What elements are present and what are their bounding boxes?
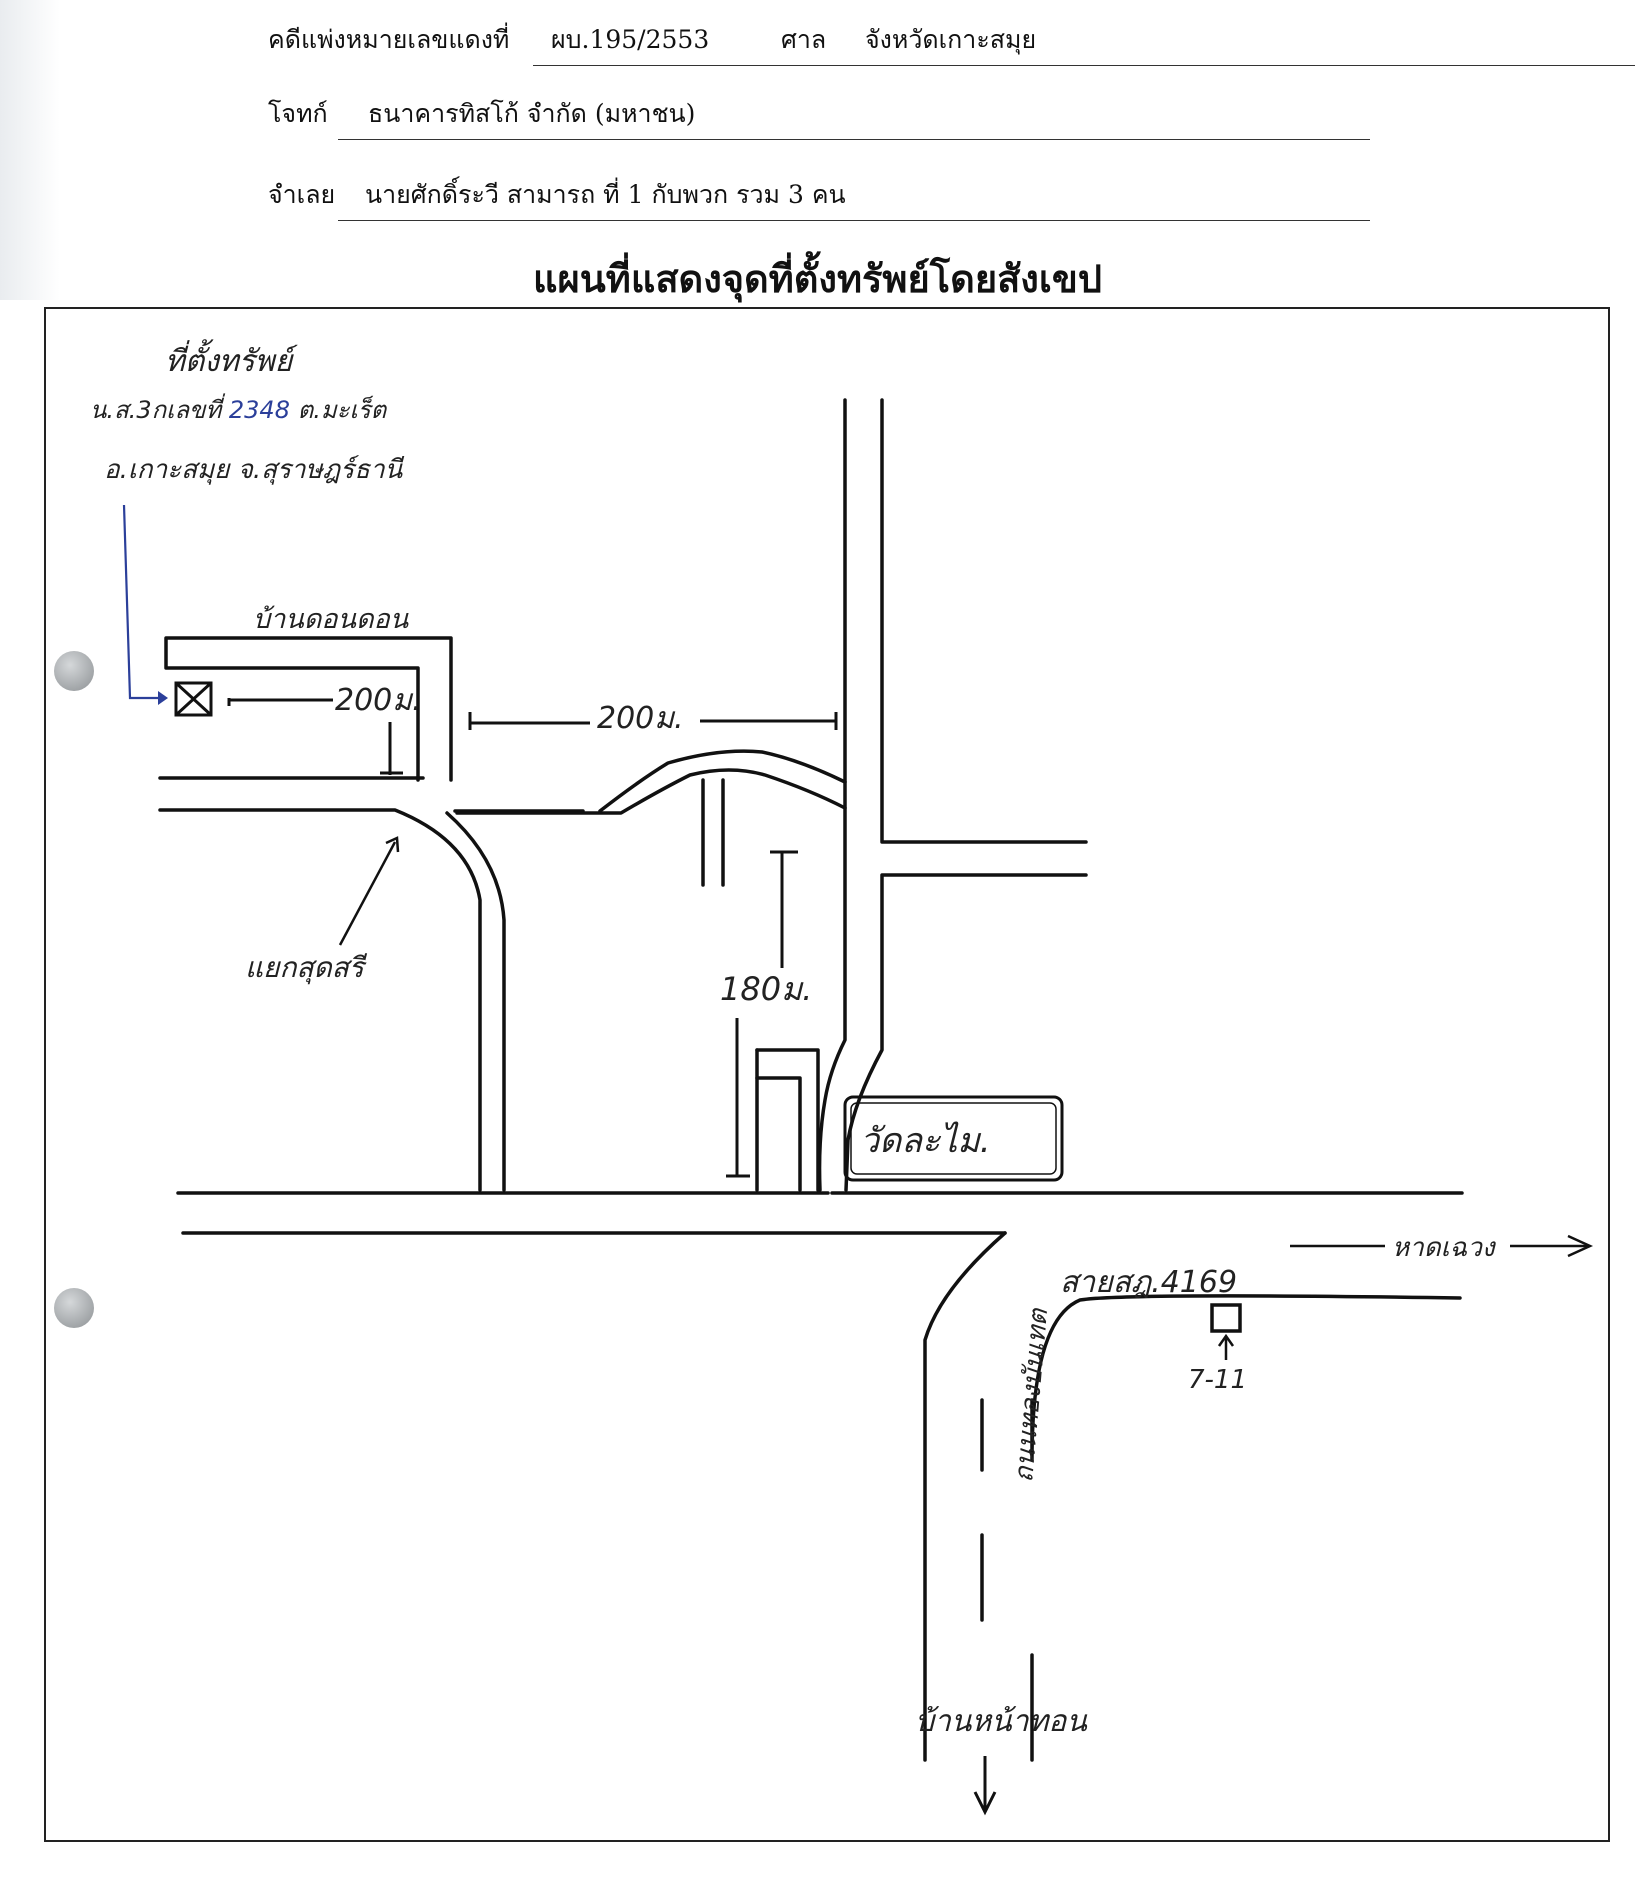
location-line: อ.เกาะสมุย จ.สุราษฎร์ธานี <box>104 455 405 485</box>
road-name-label: ถนนทองบันเทต <box>1009 1307 1054 1484</box>
store-label: 7-11 <box>1188 1365 1247 1395</box>
south-road-east-edge-upper <box>1030 1294 1462 1462</box>
plaintiff-line: โจทก์ ธนาคารทิสโก้ จำกัด (มหาชน) <box>268 99 1370 140</box>
plaintiff-underline <box>338 139 1370 140</box>
vertical-distance-label: 180ม. <box>720 970 812 1008</box>
case-line: คดีแพ่งหมายเลขแดงที่ ผบ.195/2553 ศาล จัง… <box>268 25 1635 66</box>
village-bottom-label: บ้านหน้าทอน <box>915 1704 1088 1739</box>
case-number: ผบ.195/2553 <box>551 25 710 54</box>
vertical-distance-top <box>770 850 798 968</box>
deed-prefix: น.ส.3กเลขที่ <box>90 393 225 424</box>
punch-hole <box>54 651 94 691</box>
pointer-arrow-icon <box>122 504 165 700</box>
punch-hole <box>54 1288 94 1328</box>
road-number-label: สายสฎ.4169 <box>1060 1265 1237 1300</box>
arrowhead-icon <box>158 691 168 705</box>
plaintiff-name: ธนาคารทิสโก้ จำกัด (มหาชน) <box>368 99 696 128</box>
village-top-label: บ้านดอนดอน <box>253 604 410 635</box>
property-distance-line <box>227 698 333 706</box>
store-box-icon <box>1210 1303 1242 1333</box>
scan-shadow <box>0 0 60 300</box>
plaintiff-label: โจทก์ <box>268 99 328 128</box>
deed-suffix: ต.มะเร็ต <box>298 395 388 424</box>
upper-road-south-edge <box>158 808 482 1192</box>
temple-box-inner <box>850 1102 1057 1175</box>
upper-road-north-edge-east <box>453 749 847 813</box>
temple-box <box>843 1095 1064 1182</box>
case-label: คดีแพ่งหมายเลขแดงที่ <box>268 25 510 54</box>
deed-number: 2348 <box>229 396 290 424</box>
junction-label: แยกสุดสรี <box>245 951 368 985</box>
property-label: ที่ตั้งทรัพย์ <box>165 339 298 379</box>
map-title: แผนที่แสดงจุดที่ตั้งทรัพย์โดยสังเขป <box>533 256 1102 301</box>
defendant-name: นายศักดิ์ระวี สามารถ ที่ 1 กับพวก รวม 3 … <box>365 180 846 209</box>
north-road-east-edge <box>844 398 1088 1192</box>
property-tick <box>380 722 403 775</box>
east-arrow-icon <box>1290 1234 1594 1258</box>
map-frame <box>44 307 1610 1842</box>
junction-arrow-icon <box>338 836 400 946</box>
dimension-lines <box>227 698 838 1178</box>
middle-distance-line <box>468 712 838 730</box>
property-box-icon <box>174 681 213 717</box>
curve-road <box>455 768 847 815</box>
temple-lane <box>755 1048 820 1192</box>
case-underline <box>533 65 843 66</box>
village-lane <box>164 636 453 782</box>
court-label: ศาล <box>781 25 827 54</box>
property-distance-label: 200ม. <box>335 683 422 718</box>
side-lane <box>701 778 725 887</box>
court-name: จังหวัดเกาะสมุย <box>865 25 1037 54</box>
store-arrow-icon <box>1217 1333 1235 1360</box>
middle-distance-label: 200ม. <box>597 701 684 736</box>
beach-label: หาดเฉวง <box>1392 1233 1497 1263</box>
deed-line: น.ส.3กเลขที่ 2348 ต.มะเร็ต <box>90 393 388 424</box>
defendant-underline <box>338 220 1370 221</box>
north-road-west-edge <box>817 398 847 1192</box>
defendant-label: จำเลย <box>268 180 336 209</box>
branch-road-west <box>445 811 506 1192</box>
road-lines <box>158 398 1464 1762</box>
temple-label: วัดละไม. <box>860 1121 991 1161</box>
court-underline <box>835 65 1635 66</box>
south-road-west-edge <box>923 1231 1007 1762</box>
defendant-line: จำเลย นายศักดิ์ระวี สามารถ ที่ 1 กับพวก … <box>268 180 1370 221</box>
south-arrow-icon <box>973 1756 997 1816</box>
vertical-distance-bottom <box>726 1018 750 1178</box>
